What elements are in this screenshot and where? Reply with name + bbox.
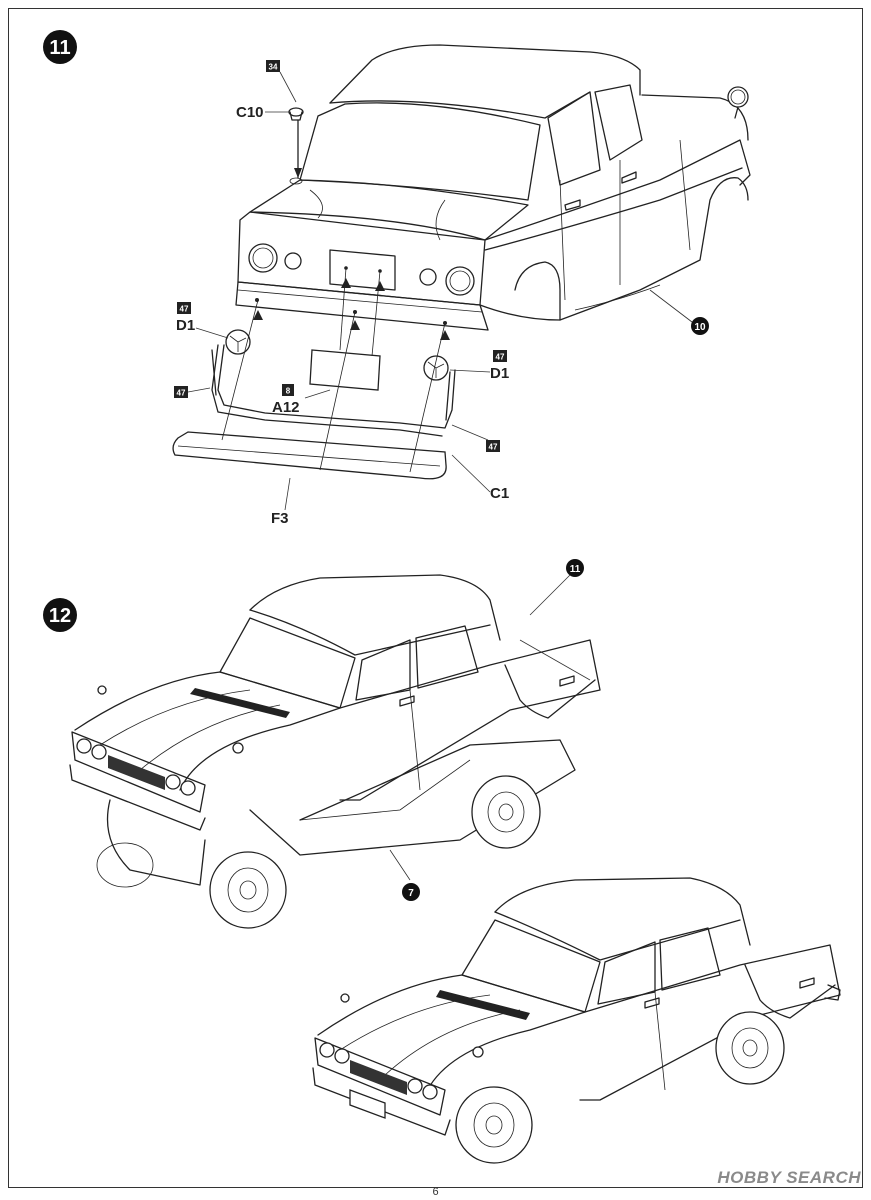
svg-text:34: 34 [269, 63, 278, 72]
watermark: HOBBY SEARCH [717, 1168, 861, 1187]
svg-text:47: 47 [489, 443, 498, 452]
part-c10-label: C10 [236, 104, 264, 121]
guide-lines-step-11 [187, 71, 693, 511]
svg-text:7: 7 [408, 888, 414, 899]
ref-47-left-bottom: 47 [174, 386, 188, 398]
step-12-badge: 12 [43, 598, 77, 632]
ref-34: 34 [266, 60, 280, 72]
step-11-number: 11 [49, 37, 70, 59]
part-c1-label: C1 [490, 485, 509, 502]
svg-text:8: 8 [286, 387, 291, 396]
svg-text:47: 47 [180, 305, 189, 314]
svg-text:47: 47 [496, 353, 505, 362]
step-12-number: 12 [49, 605, 71, 627]
part-d1-label-left: D1 [176, 317, 195, 334]
part-a12-label: A12 [272, 399, 300, 416]
svg-text:47: 47 [177, 389, 186, 398]
car-finished-view [312, 877, 841, 1164]
ref-8: 8 [282, 384, 294, 396]
step-11-badge: 11 [43, 30, 77, 64]
page-number: 6 [432, 1186, 439, 1198]
callout-7: 7 [402, 883, 420, 901]
callout-10: 10 [691, 317, 709, 335]
part-d1-label-right: D1 [490, 365, 509, 382]
svg-text:11: 11 [570, 564, 581, 575]
callout-11: 11 [566, 559, 584, 577]
bumper-assembly [172, 329, 456, 480]
license-plate-a12 [309, 349, 381, 391]
car-rear-view [235, 44, 751, 331]
ref-47-left-top: 47 [177, 302, 191, 314]
ref-47-right-top: 47 [493, 350, 507, 362]
part-f3-label: F3 [271, 510, 289, 527]
page-border [8, 8, 863, 1188]
car-body-with-chassis [69, 569, 601, 929]
ref-47-right-bottom: 47 [486, 440, 500, 452]
svg-text:10: 10 [694, 322, 706, 333]
